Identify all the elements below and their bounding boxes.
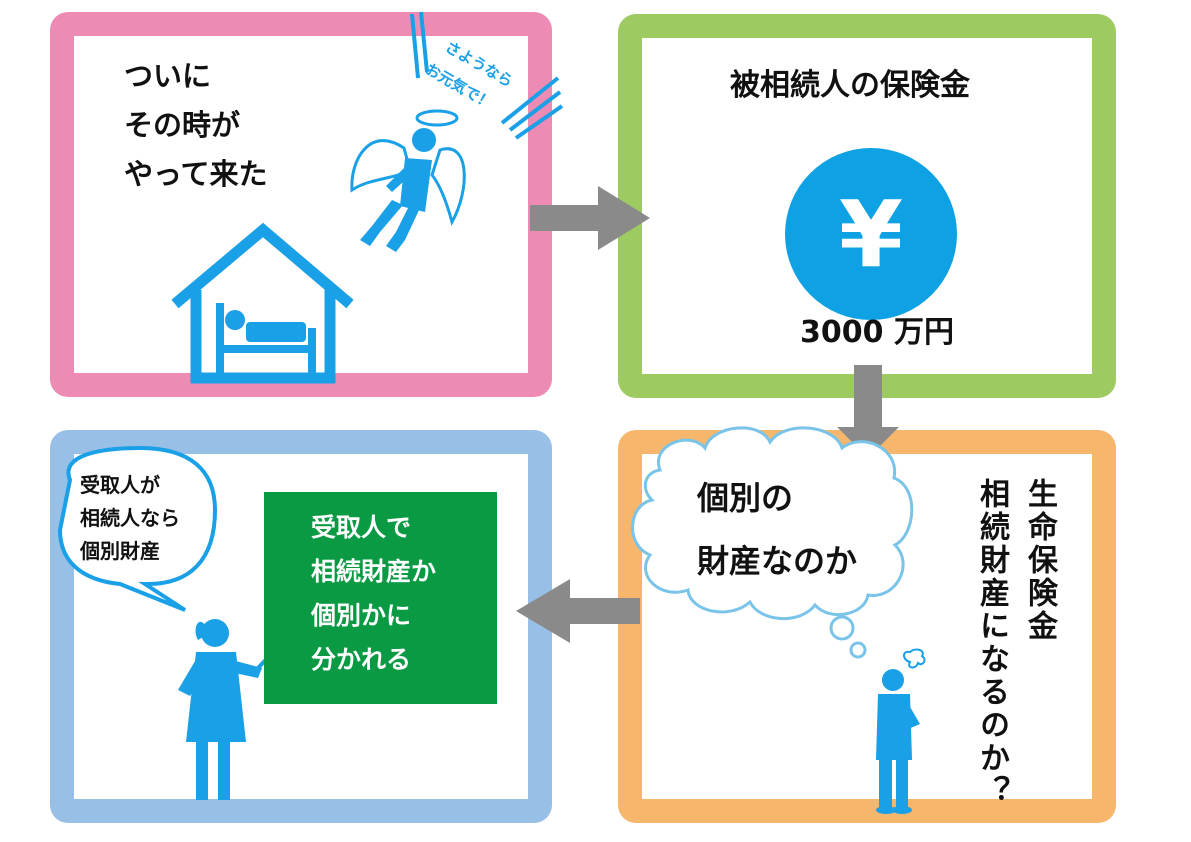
yen-coin-icon [785,148,957,320]
headline-line-2: その時が [124,108,241,142]
thinking-man-icon [876,648,926,814]
question-vertical-line-2: 相続財産になるのか？ [974,478,1009,808]
angel-icon [350,109,466,252]
speech-line-3: 個別財産 [80,539,160,563]
yen-symbol: ¥ [838,180,903,288]
thought-line-1: 個別の [697,479,794,517]
speech-line-1: 受取人が [80,473,160,497]
speech-line-2: 相続人なら [80,506,180,530]
arrow-left-icon [516,579,640,643]
thought-line-2: 財産なのか [697,542,858,580]
insurance-title: 被相続人の保険金 [730,68,970,103]
headline-line-1: ついに [124,59,212,93]
conclusion-box [264,492,497,704]
house-icon [171,222,354,384]
arrow-right-icon [530,186,650,250]
speech-bubble [57,445,218,612]
conclusion-line-3: 個別かに [311,601,412,630]
thought-cloud-icon [631,426,914,659]
conclusion-line-2: 相続財産か [311,557,437,586]
panel-death [50,12,552,397]
question-vertical-line-1: 生命保険金 [1022,478,1057,643]
insurance-amount: 3000 万円 [800,315,954,350]
speech-lines-icon [410,11,564,140]
conclusion-line-4: 分かれる [311,645,412,674]
bed-patient-icon [216,303,316,373]
conclusion-line-1: 受取人で [311,513,412,542]
teacher-woman-icon [178,619,262,800]
headline-line-3: やって来た [124,157,268,191]
